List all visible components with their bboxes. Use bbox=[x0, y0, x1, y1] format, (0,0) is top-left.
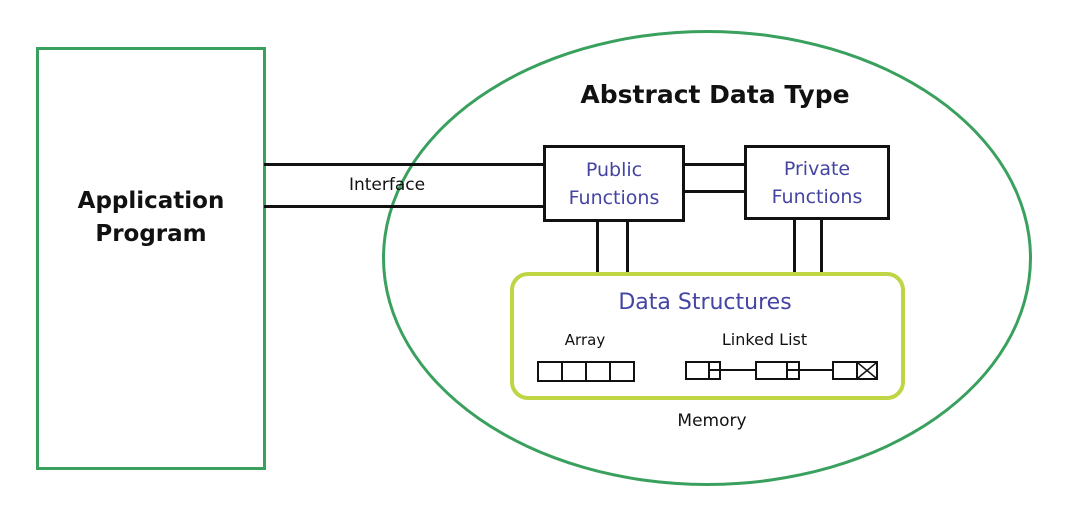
interface-label: Interface bbox=[348, 175, 426, 195]
array-cell bbox=[585, 363, 609, 380]
private-to-datastructures-connector-left bbox=[793, 218, 796, 273]
application-program-label-line1: Application bbox=[77, 188, 225, 214]
data-structures-title: Data Structures bbox=[618, 290, 792, 315]
application-program-label: Application Program bbox=[39, 185, 263, 251]
memory-label: Memory bbox=[677, 411, 747, 431]
public-private-connector-top bbox=[683, 163, 746, 166]
node-pointer-cell bbox=[786, 363, 798, 378]
private-functions-label-line1: Private bbox=[783, 157, 851, 180]
adt-ellipse bbox=[382, 30, 1032, 486]
array-cell bbox=[561, 363, 585, 380]
linked-list-label: Linked List bbox=[721, 330, 808, 349]
array-label: Array bbox=[564, 331, 606, 349]
linked-list-pointer-line bbox=[788, 369, 832, 371]
public-functions-label-line2: Functions bbox=[568, 186, 660, 209]
interface-line-bottom bbox=[264, 205, 546, 208]
null-pointer-icon bbox=[856, 363, 876, 378]
private-functions-box: Private Functions bbox=[744, 145, 890, 220]
public-to-datastructures-connector-left bbox=[596, 220, 599, 273]
array-cell bbox=[539, 363, 561, 380]
public-to-datastructures-connector-right bbox=[626, 220, 629, 273]
node-data-cell bbox=[687, 363, 708, 378]
application-program-label-line2: Program bbox=[95, 221, 207, 247]
public-private-connector-bottom bbox=[683, 190, 746, 193]
interface-line-top bbox=[264, 163, 546, 166]
application-program-box: Application Program bbox=[36, 47, 266, 470]
node-data-cell bbox=[757, 363, 786, 378]
array-cell bbox=[609, 363, 633, 380]
node-data-cell bbox=[834, 363, 856, 378]
adt-title: Abstract Data Type bbox=[580, 80, 850, 109]
private-to-datastructures-connector-right bbox=[820, 218, 823, 273]
public-functions-label-line1: Public bbox=[585, 158, 643, 181]
array-graphic bbox=[537, 361, 635, 382]
linked-list-node bbox=[832, 361, 878, 380]
private-functions-label-line2: Functions bbox=[771, 185, 863, 208]
linked-list-pointer-line bbox=[708, 369, 755, 371]
public-functions-box: Public Functions bbox=[543, 145, 685, 222]
